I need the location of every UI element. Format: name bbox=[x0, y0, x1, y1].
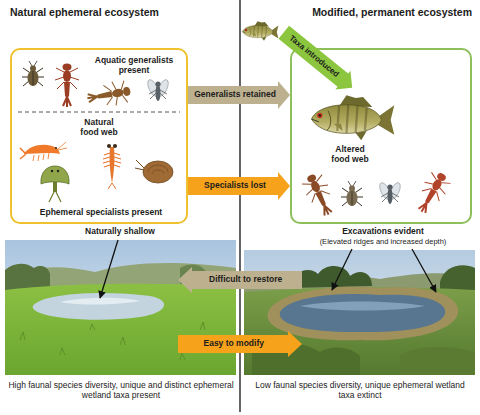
wetland-photo bbox=[5, 240, 236, 375]
ecosystem-box: Aquatic generalists presentNatural food … bbox=[10, 48, 188, 224]
block-arrow: Taxa introduced bbox=[276, 23, 359, 97]
block-arrow bbox=[188, 81, 290, 109]
arrow-fill bbox=[178, 267, 302, 293]
photo-caption: High faunal species diversity, unique an… bbox=[8, 380, 234, 400]
arrow-label: Generalists retained bbox=[194, 90, 276, 100]
wetland-photo bbox=[244, 250, 475, 375]
specialist-taxa bbox=[20, 142, 173, 202]
arrow-text: Easy to modify bbox=[204, 339, 264, 349]
panel-heading: Natural ephemeral ecosystem bbox=[10, 6, 220, 19]
photo-subheading: (Elevated ridges and increased depth) bbox=[298, 237, 468, 246]
node-text: Ephemeral specialists present bbox=[16, 207, 186, 217]
arrow-label: Specialists lost bbox=[204, 181, 266, 191]
leader-arrow bbox=[100, 240, 118, 298]
arrow-text: Difficult to restore bbox=[209, 275, 282, 285]
dashed-divider bbox=[18, 112, 180, 113]
block-arrow bbox=[188, 172, 290, 200]
photo-heading: Excavations evident bbox=[298, 226, 468, 236]
node-text: Aquatic generalists present bbox=[88, 55, 180, 75]
photo-heading: Naturally shallow bbox=[60, 226, 180, 236]
photo-caption: Low faunal species diversity, unique eph… bbox=[247, 380, 473, 400]
fish-icon bbox=[312, 95, 395, 140]
leader-arrow bbox=[332, 249, 352, 290]
node-text: Natural food web bbox=[76, 117, 122, 137]
altered-taxa bbox=[299, 168, 453, 220]
fish-icon bbox=[242, 21, 278, 41]
arrow-text: Taxa introduced bbox=[287, 33, 340, 79]
ecosystem-box: Altered food web bbox=[290, 48, 472, 224]
panel-heading: Modified, permanent ecosystem bbox=[262, 6, 472, 19]
leader-arrow bbox=[412, 249, 436, 292]
arrow-fill bbox=[276, 23, 359, 97]
node-text: Altered food web bbox=[327, 144, 373, 164]
block-arrow: Difficult to restore bbox=[178, 267, 302, 293]
arrow-fill bbox=[178, 331, 302, 357]
block-arrow: Easy to modify bbox=[178, 331, 302, 357]
